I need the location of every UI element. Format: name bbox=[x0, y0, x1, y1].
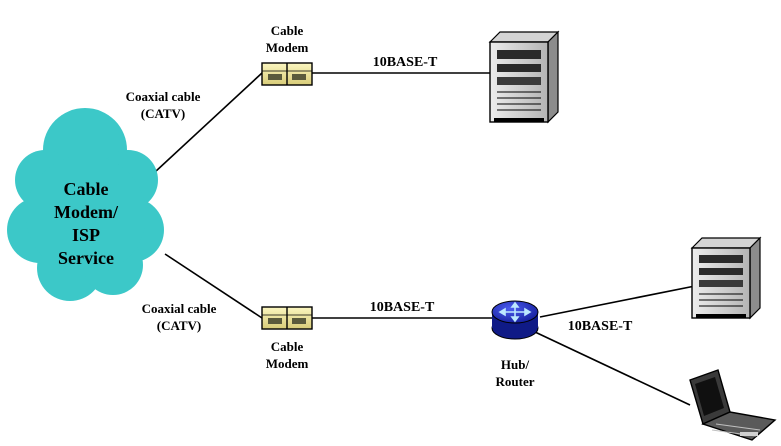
laptop-computer bbox=[689, 369, 777, 441]
top-modem-label: Cable Modem bbox=[265, 23, 309, 55]
top-ethernet-label: 10BASE-T bbox=[372, 55, 438, 70]
cloud-line-1: Cable bbox=[63, 179, 109, 199]
router-arrows-icon bbox=[498, 301, 532, 323]
top-modem-device bbox=[261, 62, 313, 86]
bottom-modem-device bbox=[261, 306, 313, 330]
cloud-line-3: ISP bbox=[71, 225, 100, 245]
connection-lines bbox=[154, 72, 701, 406]
top-coax-line bbox=[154, 72, 263, 173]
bottom-ethernet-label: 10BASE-T bbox=[369, 300, 435, 315]
cloud-label: Cable Modem/ ISP Service bbox=[36, 178, 136, 270]
hub-label: Hub/ Router bbox=[495, 357, 535, 389]
cloud-line-2: Modem/ bbox=[54, 202, 118, 222]
bottom-server-computer bbox=[690, 236, 762, 320]
bottom-modem-label: Cable Modem bbox=[265, 339, 309, 371]
top-server-computer bbox=[488, 30, 560, 124]
cloud-line-4: Service bbox=[58, 248, 114, 268]
hub-to-server-line bbox=[539, 284, 701, 318]
hub-link-label: 10BASE-T bbox=[567, 319, 633, 334]
hub-to-laptop-line bbox=[534, 331, 691, 406]
bottom-coax-label: Coaxial cable (CATV) bbox=[141, 301, 217, 333]
isp-cloud-shape bbox=[7, 108, 164, 301]
bottom-coax-line bbox=[164, 253, 263, 319]
top-coax-label: Coaxial cable (CATV) bbox=[125, 89, 201, 121]
hub-router-device bbox=[491, 300, 539, 340]
